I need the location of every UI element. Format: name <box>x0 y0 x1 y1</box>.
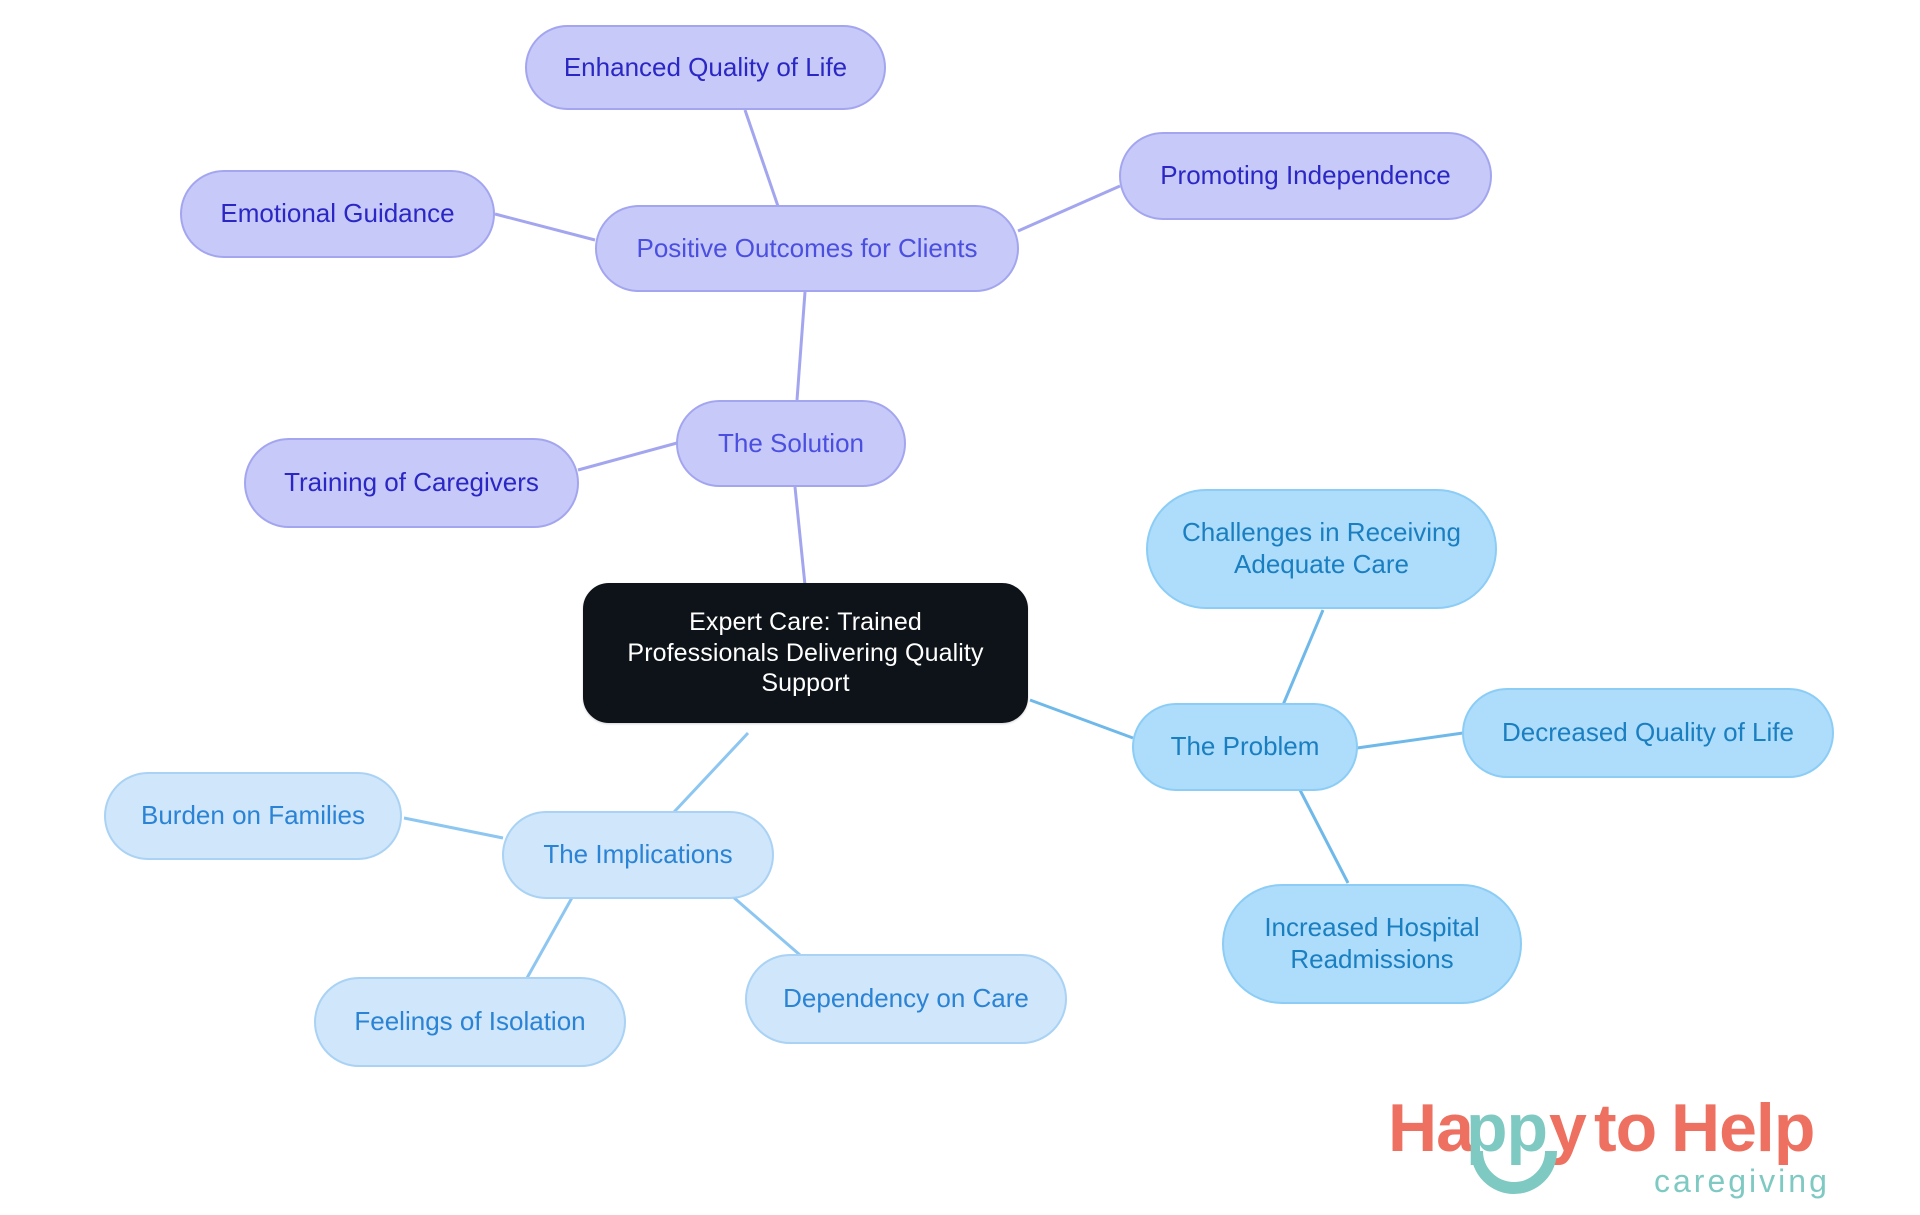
edge-root-problem <box>1029 698 1134 740</box>
node-challenges-in-receiving-adequate-care[interactable]: Challenges in Receiving Adequate Care <box>1146 489 1497 609</box>
node-burden-on-families[interactable]: Burden on Families <box>104 772 402 860</box>
logo-word-help: Help <box>1671 1090 1814 1166</box>
node-the-problem[interactable]: The Problem <box>1132 703 1358 791</box>
edge-implications-isolation <box>525 886 580 979</box>
node-enhanced-quality-of-life[interactable]: Enhanced Quality of Life <box>525 25 886 110</box>
node-dependency-on-care[interactable]: Dependency on Care <box>745 954 1067 1044</box>
edge-implications-burden <box>403 816 504 840</box>
edge-positive-outcomes-emotional-guidance <box>494 212 596 242</box>
node-decreased-quality-of-life[interactable]: Decreased Quality of Life <box>1462 688 1834 778</box>
edge-solution-training <box>577 441 678 472</box>
logo-tagline: caregiving <box>1654 1163 1830 1199</box>
edge-problem-readmissions <box>1298 789 1350 884</box>
node-positive-outcomes-for-clients[interactable]: Positive Outcomes for Clients <box>595 205 1019 292</box>
node-the-implications[interactable]: The Implications <box>502 811 774 899</box>
logo-happy-ha: Ha <box>1388 1090 1475 1166</box>
edge-problem-decreased-qol <box>1356 731 1464 750</box>
edge-root-solution <box>793 486 807 586</box>
node-emotional-guidance[interactable]: Emotional Guidance <box>180 170 495 258</box>
node-promoting-independence[interactable]: Promoting Independence <box>1119 132 1492 220</box>
node-root[interactable]: Expert Care: Trained Professionals Deliv… <box>583 583 1028 723</box>
logo-smile-icon <box>1471 1150 1557 1194</box>
edge-positive-outcomes-enhanced-qol <box>743 109 782 213</box>
node-increased-hospital-readmissions[interactable]: Increased Hospital Readmissions <box>1222 884 1522 1004</box>
node-the-solution[interactable]: The Solution <box>676 400 906 487</box>
edge-solution-positive-outcomes <box>795 291 807 401</box>
edge-positive-outcomes-promoting-independence <box>1017 184 1121 233</box>
logo-artwork: Ha pp y to Help caregiving <box>1388 1090 1830 1199</box>
node-feelings-of-isolation[interactable]: Feelings of Isolation <box>314 977 626 1067</box>
edge-problem-challenges <box>1281 609 1325 706</box>
node-training-of-caregivers[interactable]: Training of Caregivers <box>244 438 579 528</box>
logo-word-to: to <box>1594 1090 1656 1166</box>
brand-logo: Ha pp y to Help caregiving <box>1386 1089 1886 1201</box>
